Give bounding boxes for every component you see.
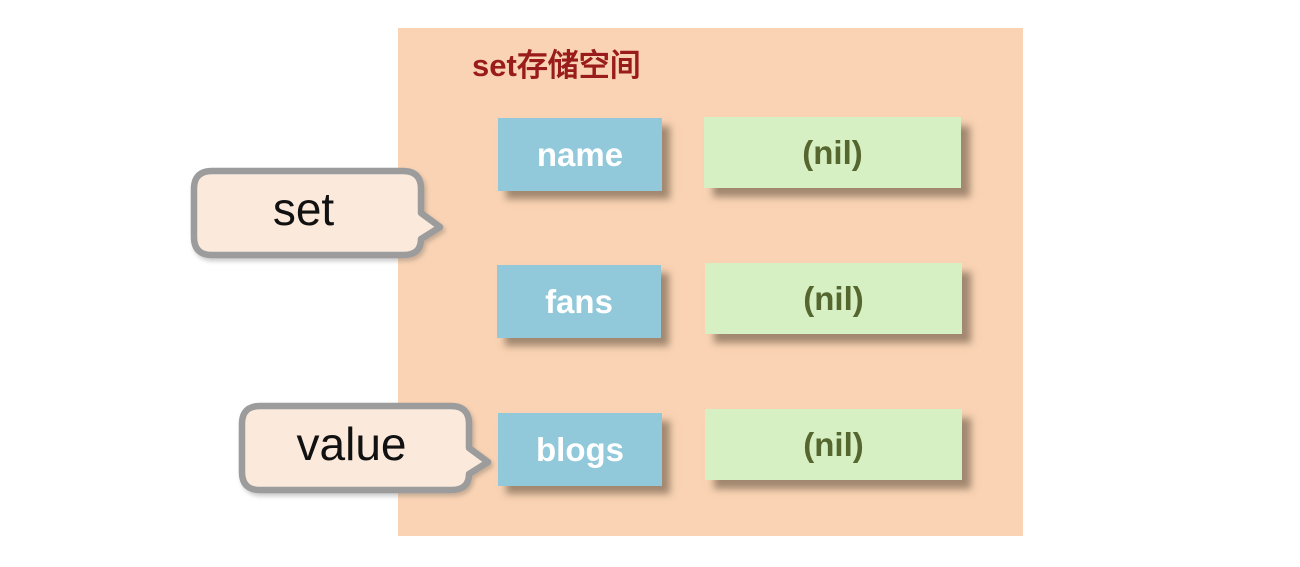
key-label: name (536, 135, 624, 173)
panel-title-cjk: 存储空间 (516, 48, 641, 83)
key-label: fans (545, 282, 613, 320)
panel-title-latin: set (472, 48, 517, 83)
value-box-blogs: (nil) (705, 409, 962, 480)
value-label: (nil) (803, 279, 864, 317)
key-label: blogs (536, 430, 624, 468)
value-label: (nil) (802, 133, 863, 171)
key-box-name: name (498, 118, 662, 191)
value-callout-label: value (296, 418, 407, 470)
value-callout-bubble-shape (238, 402, 492, 494)
set-callout-bubble-shape (190, 167, 444, 259)
value-label: (nil) (803, 425, 864, 463)
key-box-blogs: blogs (498, 413, 662, 486)
speech-bubble-icon (190, 167, 444, 259)
value-box-name: (nil) (704, 117, 961, 188)
key-box-fans: fans (497, 265, 661, 338)
set-callout-label: set (272, 183, 335, 235)
value-box-fans: (nil) (705, 263, 962, 334)
panel-title: set存储空间 (472, 46, 641, 86)
speech-bubble-icon (238, 402, 492, 494)
